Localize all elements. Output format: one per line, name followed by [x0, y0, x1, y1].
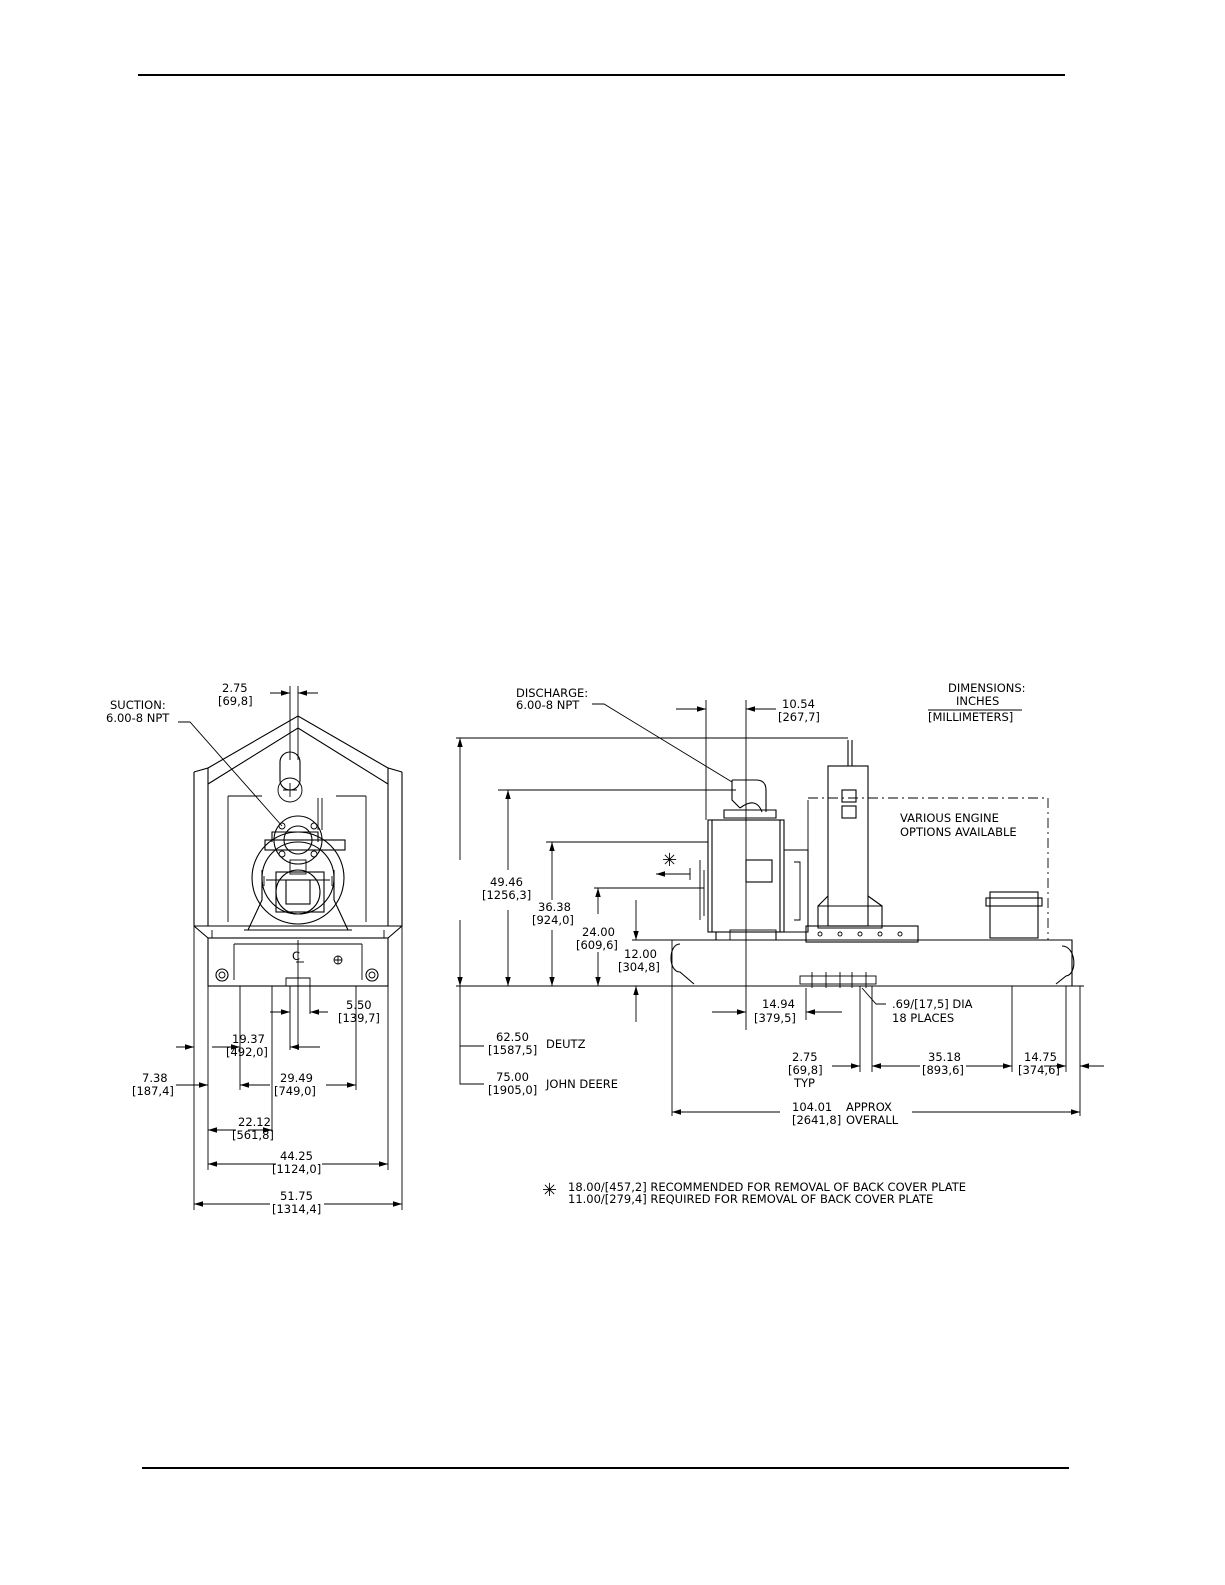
side-view-dimensions	[456, 700, 1104, 1116]
dim-75-00-mm: [1905,0]	[488, 1083, 537, 1097]
dim-62-50: 62.50	[496, 1030, 529, 1044]
bottom-rule	[142, 1467, 1069, 1469]
dim-7-38-mm: [187,4]	[132, 1084, 174, 1098]
dim-35-18: 35.18	[928, 1050, 961, 1064]
hole-note-line-2: 18 PLACES	[892, 1011, 954, 1025]
dim-104-01-mm: [2641,8]	[792, 1113, 841, 1127]
dim-29-49: 29.49	[280, 1071, 313, 1085]
dim-2-75-bottom-note: TYP	[793, 1076, 815, 1090]
dim-19-37-mm: [492,0]	[226, 1045, 268, 1059]
dim-14-75-mm: [374,6]	[1018, 1063, 1060, 1077]
dim-24-00: 24.00	[582, 925, 615, 939]
suction-size: 6.00-8 NPT	[106, 711, 170, 725]
dim-35-18-mm: [893,6]	[922, 1063, 964, 1077]
dim-14-94-mm: [379,5]	[754, 1011, 796, 1025]
dim-51-75: 51.75	[280, 1189, 313, 1203]
labels: SUCTION: 6.00-8 NPT 2.75 [69,8] DISCHARG…	[106, 681, 1060, 1216]
dim-36-38: 36.38	[538, 900, 571, 914]
mounting-holes	[799, 972, 877, 988]
footnote-line-1: 18.00/[457,2] RECOMMENDED FOR REMOVAL OF…	[568, 1180, 966, 1194]
dim-22-12-mm: [561,8]	[232, 1128, 274, 1142]
dim-2-75-bottom-mm: [69,8]	[788, 1063, 823, 1077]
dim-14-94: 14.94	[762, 997, 795, 1011]
dim-51-75-mm: [1314,4]	[272, 1202, 321, 1216]
dim-22-12: 22.12	[238, 1115, 271, 1129]
dim-2-75-top: 2.75	[222, 681, 248, 695]
dim-36-38-mm: [924,0]	[532, 913, 574, 927]
discharge-size: 6.00-8 NPT	[516, 698, 580, 712]
footnote-asterisk: ✳	[542, 1180, 557, 1201]
suction-title: SUCTION:	[110, 698, 166, 712]
discharge-title: DISCHARGE:	[516, 686, 588, 700]
units-mm: [MILLIMETERS]	[928, 710, 1013, 724]
dim-19-37: 19.37	[232, 1032, 265, 1046]
dim-5-50: 5.50	[346, 998, 372, 1012]
dim-49-46: 49.46	[490, 875, 523, 889]
dim-44-25-mm: [1124,0]	[272, 1162, 321, 1176]
dim-12-00-mm: [304,8]	[618, 960, 660, 974]
dim-62-50-note: DEUTZ	[546, 1037, 586, 1051]
units-title: DIMENSIONS:	[948, 681, 1026, 695]
engine-note-line-1: VARIOUS ENGINE	[900, 811, 999, 825]
dim-104-01-note: APPROX	[846, 1100, 892, 1114]
front-view-dimensions	[176, 686, 403, 1210]
units-inches: INCHES	[956, 694, 999, 708]
footnote-line-2: 11.00/[279,4] REQUIRED FOR REMOVAL OF BA…	[568, 1192, 933, 1206]
dim-5-50-mm: [139,7]	[338, 1011, 380, 1025]
dim-104-01-note2: OVERALL	[846, 1113, 899, 1127]
top-rule	[138, 74, 1065, 76]
hole-note-line-1: .69/[17,5] DIA	[892, 997, 973, 1011]
dim-12-00: 12.00	[624, 947, 657, 961]
dim-2-75-top-mm: [69,8]	[218, 694, 253, 708]
asterisk-mark: ✳	[662, 850, 677, 871]
dim-49-46-mm: [1256,3]	[482, 888, 531, 902]
dim-75-00-note: JOHN DEERE	[545, 1077, 618, 1091]
dim-62-50-mm: [1587,5]	[488, 1043, 537, 1057]
dim-14-75: 14.75	[1024, 1050, 1057, 1064]
engine-note-line-2: OPTIONS AVAILABLE	[900, 825, 1017, 839]
dim-2-75-bottom: 2.75	[792, 1050, 818, 1064]
dim-104-01: 104.01	[792, 1100, 832, 1114]
dim-10-54-mm: [267,7]	[778, 710, 820, 724]
dim-75-00: 75.00	[496, 1070, 529, 1084]
dim-10-54: 10.54	[782, 697, 815, 711]
centerline-symbol: C	[292, 949, 300, 963]
dim-24-00-mm: [609,6]	[576, 938, 618, 952]
side-view: ✳	[456, 740, 1084, 988]
dim-44-25: 44.25	[280, 1149, 313, 1163]
dim-7-38: 7.38	[142, 1071, 168, 1085]
dim-29-49-mm: [749,0]	[274, 1084, 316, 1098]
